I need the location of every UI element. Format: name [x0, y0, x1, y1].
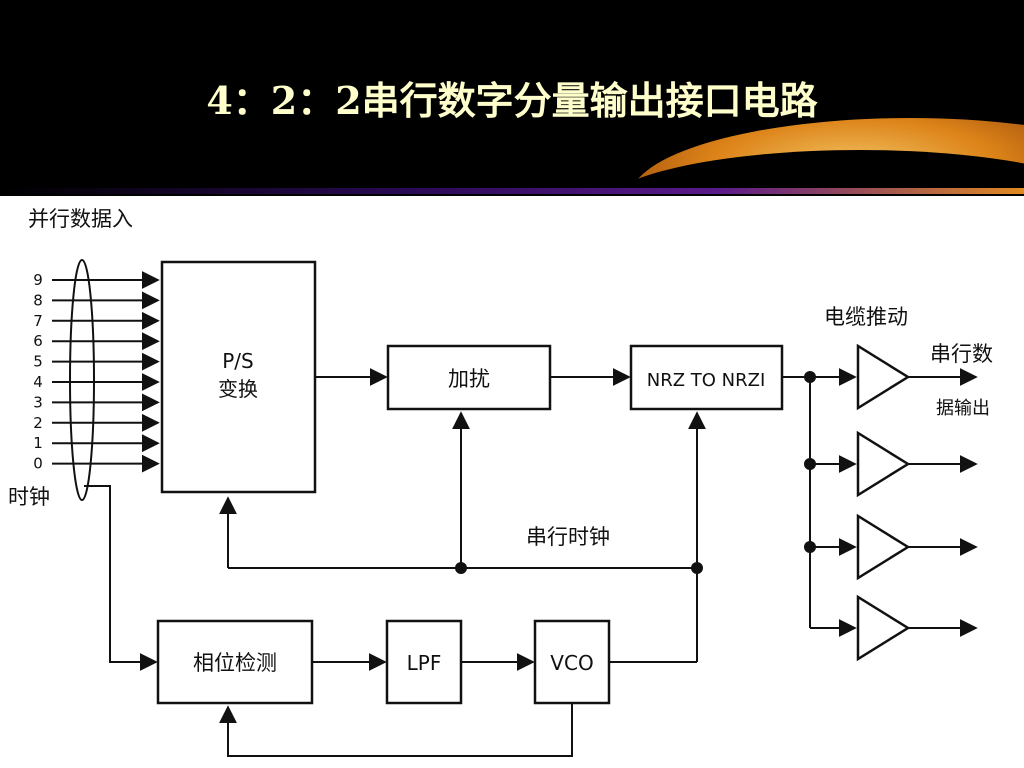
- parallel-bit-lines: 9 8 7 6 5 4 3 2 1 0: [33, 271, 160, 473]
- cable-driver-amplifier: [856, 513, 911, 581]
- bit-label: 2: [33, 414, 43, 432]
- cable-drive-label: 电缆推动: [824, 305, 908, 329]
- bit-label: 4: [33, 373, 43, 391]
- clock-label: 时钟: [8, 485, 50, 509]
- clock-junction-dot: [455, 562, 467, 574]
- ps-label-line2: 变换: [218, 377, 258, 401]
- parallel-in-label: 并行数据入: [28, 207, 133, 231]
- lpf-label: LPF: [407, 651, 442, 675]
- bit-label: 0: [33, 455, 43, 473]
- cable-driver-amplifier: [856, 594, 911, 662]
- cable-driver-amplifier: [856, 343, 911, 411]
- bit-label: 8: [33, 291, 43, 309]
- scrambler-label: 加扰: [448, 367, 490, 391]
- slide-title: 4：2：2串行数字分量输出接口电路: [206, 78, 818, 123]
- bit-label: 9: [33, 271, 43, 289]
- bus-ellipse: [69, 259, 95, 501]
- bit-label: 5: [33, 353, 43, 371]
- bit-label: 7: [33, 312, 43, 330]
- nrz-label: NRZ TO NRZI: [647, 370, 766, 391]
- cable-drivers: [804, 343, 978, 662]
- ps-label-line1: P/S: [222, 349, 254, 373]
- serial-out-label-2: 据输出: [936, 398, 990, 419]
- bit-label: 6: [33, 332, 43, 350]
- bit-label: 1: [33, 434, 43, 452]
- cable-driver-amplifier: [856, 430, 911, 498]
- slide-header: 4：2：2串行数字分量输出接口电路: [0, 0, 1024, 196]
- clock-junction-dot: [691, 562, 703, 574]
- serial-out-label-1: 串行数: [930, 342, 993, 366]
- vco-label: VCO: [550, 651, 593, 675]
- serial-clock-label: 串行时钟: [526, 525, 610, 549]
- phase-detector-label: 相位检测: [193, 651, 277, 675]
- bit-label: 3: [33, 393, 43, 411]
- header-divider: [0, 188, 1024, 194]
- diagram-canvas: 并行数据入 时钟 9 8 7 6 5 4 3 2 1 0 P/S 变换 加扰 NRZ TO NRZ…: [0, 196, 1024, 768]
- circuit-diagram: 并行数据入 时钟 9 8 7 6 5 4 3 2 1 0 P/S 变换 加扰 NRZ TO NRZ…: [8, 207, 993, 757]
